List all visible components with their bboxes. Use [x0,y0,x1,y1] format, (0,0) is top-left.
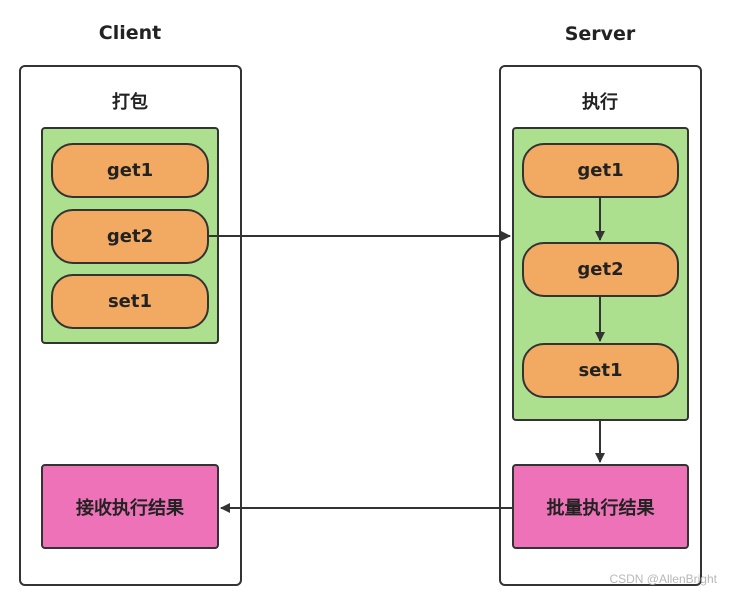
client-panel-label: 打包 [112,92,148,113]
client-title: Client [98,22,162,44]
client-command-get1: get1 [51,143,209,198]
server-result-box: 批量执行结果 [512,464,689,549]
server-command-get1: get1 [522,143,679,198]
client-command-get2: get2 [51,209,209,264]
server-command-set1: set1 [522,343,679,398]
server-panel-label: 执行 [582,92,618,113]
client-result-box: 接收执行结果 [41,464,219,549]
server-command-get2: get2 [522,242,679,297]
watermark: CSDN @AllenBright [609,572,717,586]
client-command-set1: set1 [51,274,209,329]
server-title: Server [564,23,636,45]
